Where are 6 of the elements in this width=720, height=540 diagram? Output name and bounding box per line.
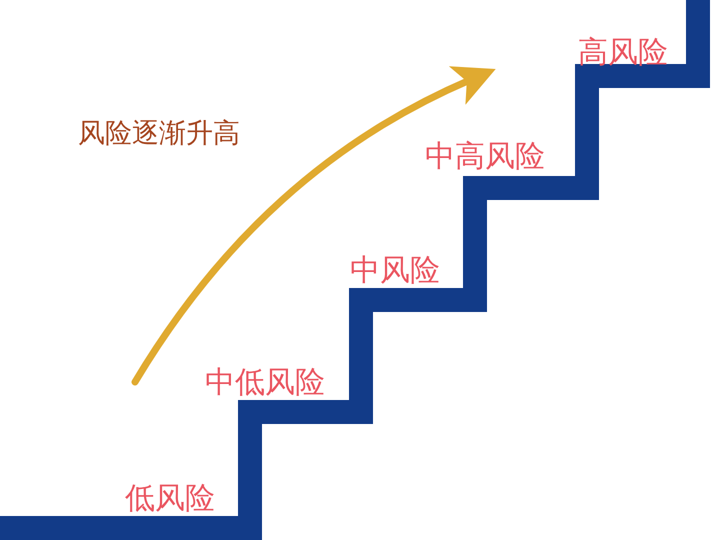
heading-text: 风险逐渐升高 — [78, 120, 240, 147]
step-label: 高风险 — [578, 38, 668, 68]
step-label: 中风险 — [350, 256, 440, 286]
step-label: 低风险 — [125, 484, 215, 514]
step-label: 中高风险 — [425, 142, 545, 172]
step-label: 中低风险 — [205, 368, 325, 398]
